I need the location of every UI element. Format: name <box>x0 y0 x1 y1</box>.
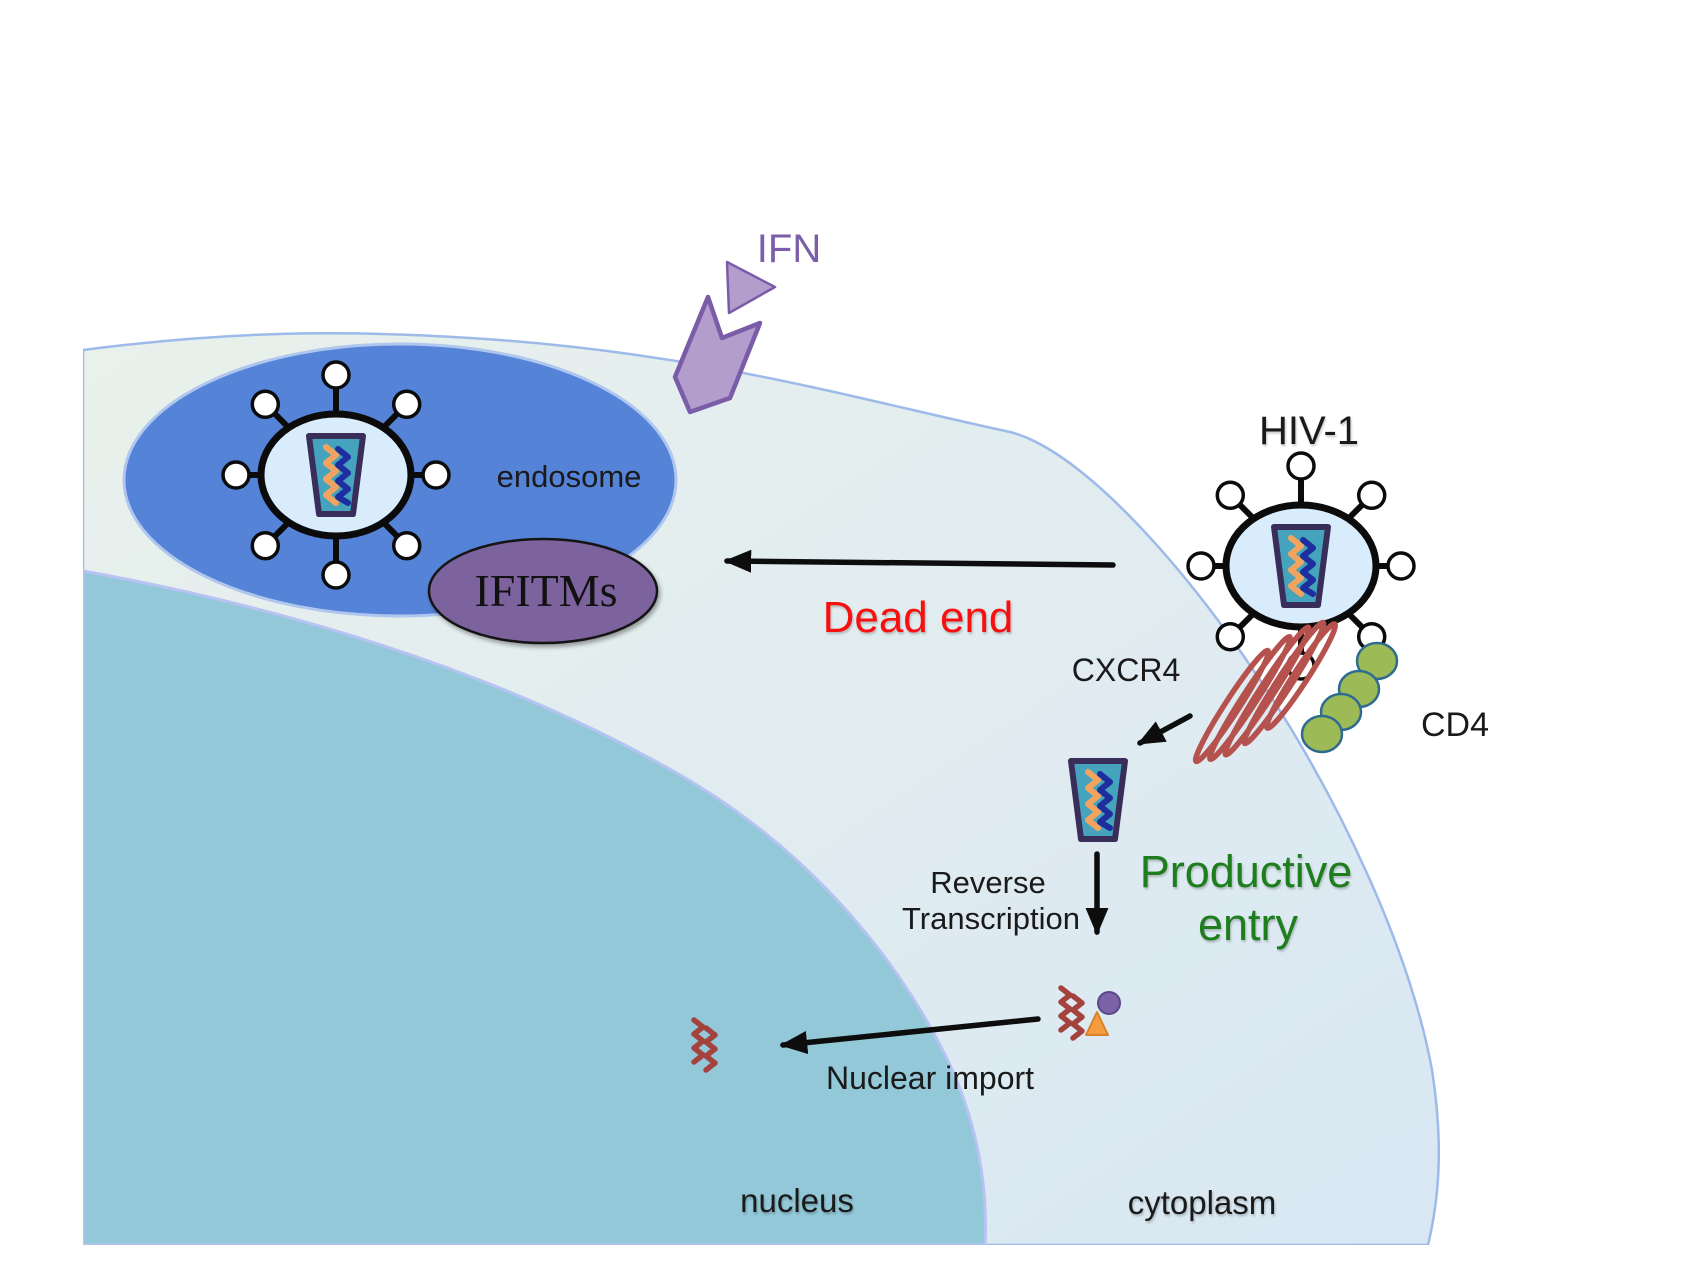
ifn-arrow-icon <box>672 260 777 415</box>
cxcr4-label: CXCR4 <box>1072 652 1180 688</box>
nucleus <box>83 569 987 1245</box>
cxcr4-receptor-icon <box>1192 619 1339 765</box>
cd4-label: CD4 <box>1421 706 1489 744</box>
cd4-receptor-icon <box>1300 641 1399 754</box>
hiv-label: HIV-1 <box>1259 409 1359 453</box>
viral-capsid <box>1071 761 1125 839</box>
productive-entry-label-line1: Productive <box>1140 846 1353 897</box>
virus-in-endosome <box>223 362 449 588</box>
reverse-transcription-label-line2: Transcription <box>902 901 1080 936</box>
ifitms-label: IFITMs <box>474 565 617 616</box>
ifn-label: IFN <box>757 227 821 271</box>
nuclear-import-arrow <box>779 1016 1041 1055</box>
cytoplasm-label: cytoplasm <box>1128 1184 1277 1221</box>
dead-end-arrow <box>723 549 1116 573</box>
endosome-label: endosome <box>497 459 642 494</box>
entry-arrow <box>1137 713 1193 746</box>
dead-end-label: Dead end <box>823 593 1014 642</box>
reverse-transcription-label-line1: Reverse <box>930 865 1045 900</box>
nuclear-import-label: Nuclear import <box>826 1060 1034 1096</box>
ifitms-bubble <box>427 537 659 645</box>
nucleus-label: nucleus <box>740 1182 854 1219</box>
productive-entry-label-line2: entry <box>1198 899 1299 950</box>
preintegration-complex-icon <box>1061 988 1121 1038</box>
